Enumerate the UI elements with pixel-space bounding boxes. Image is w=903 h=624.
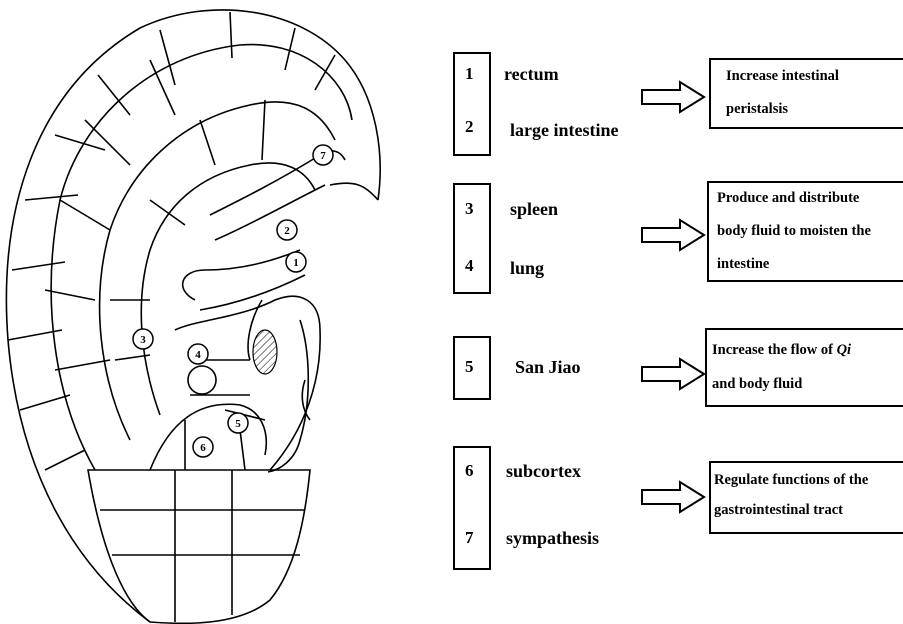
ear-outline <box>6 10 380 622</box>
ear-point-7-marker: 7 <box>313 145 333 165</box>
point-name: San Jiao <box>515 357 581 378</box>
ear-diagram: 1 2 3 4 5 6 7 <box>0 0 445 624</box>
point-number: 6 <box>465 461 474 481</box>
concha-cell <box>188 366 216 394</box>
ear-point-5-marker: 5 <box>228 413 248 433</box>
arrow-icon <box>640 218 706 252</box>
helix-crus <box>183 250 300 300</box>
antihelix-inner <box>141 163 315 415</box>
ear-lobe <box>88 470 310 623</box>
point-number: 2 <box>465 117 474 137</box>
point-name: subcortex <box>506 461 581 482</box>
point-name: large intestine <box>510 120 618 141</box>
point-name: sympathesis <box>506 528 599 549</box>
ear-point-4-marker: 4 <box>188 344 208 364</box>
ear-point-label: 6 <box>200 442 206 454</box>
effect-text: intestine <box>717 256 769 273</box>
effect-text: Produce and distribute <box>717 190 859 207</box>
effect-text: Increase the flow of Qi <box>712 342 851 359</box>
ear-point-label: 1 <box>293 257 299 269</box>
point-name: rectum <box>504 64 559 85</box>
effect-text: Increase intestinal <box>726 68 839 85</box>
ear-point-label: 4 <box>195 349 201 361</box>
arrow-icon <box>640 480 706 514</box>
effect-text: gastrointestinal tract <box>714 502 843 519</box>
point-number: 1 <box>465 64 474 84</box>
ear-point-label: 2 <box>284 225 290 237</box>
hatched-region <box>253 330 277 374</box>
ear-point-3-marker: 3 <box>133 329 153 349</box>
helix-crus-lower <box>200 275 305 310</box>
point-number: 4 <box>465 256 474 276</box>
effect-text: Regulate functions of the <box>714 472 868 489</box>
ear-point-label: 3 <box>140 334 146 346</box>
ear-point-1-marker: 1 <box>286 252 306 272</box>
effect-text: and body fluid <box>712 376 802 393</box>
ear-point-label: 5 <box>235 418 241 430</box>
effect-box-3 <box>705 328 903 407</box>
ear-point-6-marker: 6 <box>193 437 213 457</box>
point-number: 5 <box>465 357 474 377</box>
ear-point-2-marker: 2 <box>277 220 297 240</box>
effect-text-part: Increase the flow of <box>712 342 837 358</box>
point-number: 7 <box>465 528 474 548</box>
effect-text-qi: Qi <box>837 342 852 358</box>
ear-point-label: 7 <box>320 150 326 162</box>
effect-text: body fluid to moisten the <box>717 223 871 240</box>
effect-text: peristalsis <box>726 101 788 118</box>
point-name: spleen <box>510 199 558 220</box>
point-number: 3 <box>465 199 474 219</box>
arrow-icon <box>640 80 706 114</box>
crus-upper2 <box>215 185 325 240</box>
arrow-icon <box>640 357 706 391</box>
point-name: lung <box>510 258 544 279</box>
